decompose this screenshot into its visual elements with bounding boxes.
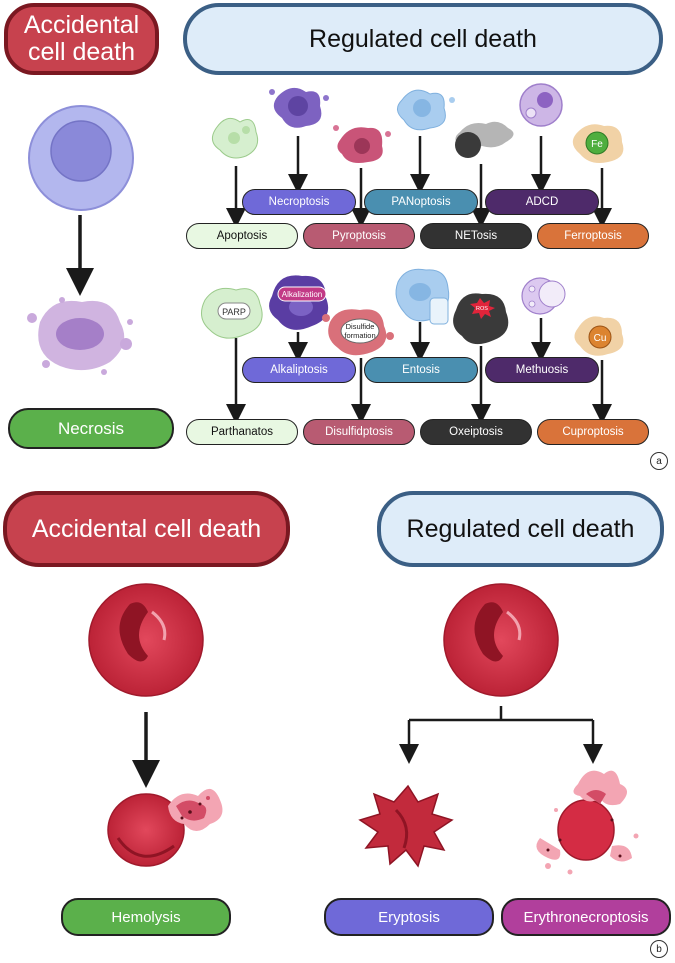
erythronecroptosis-cell-icon (536, 770, 639, 875)
ferroptosis-pill: Ferroptosis (537, 223, 649, 249)
regulated-header-b: Regulated cell death (377, 491, 664, 567)
rbc-right-icon (443, 583, 559, 697)
netosis-cell-icon (455, 121, 514, 158)
alkaliptosis-cell-icon (269, 275, 329, 330)
necrosis-pill: Necrosis (8, 408, 174, 449)
ros-label: ROS (476, 306, 488, 312)
necroptosis-pill: Necroptosis (242, 189, 356, 215)
necrotic-cell-icon (27, 297, 133, 375)
accidental-header-b: Accidental cell death (3, 491, 290, 567)
branch-connector (399, 706, 603, 764)
panoptosis-pill: PANoptosis (364, 189, 478, 215)
parp-label: PARP (222, 307, 246, 317)
panel-b-badge: b (650, 940, 668, 958)
eryptosis-cell-icon (358, 784, 454, 868)
methuosis-pill: Methuosis (485, 357, 599, 383)
parthanatos-pill: Parthanatos (186, 419, 298, 445)
apoptosis-pill: Apoptosis (186, 223, 298, 249)
cu-label: Cu (594, 333, 607, 344)
entosis-cell-icon (395, 268, 450, 325)
pyroptosis-pill: Pyroptosis (303, 223, 415, 249)
entosis-pill: Entosis (364, 357, 478, 383)
disulfidptosis-cell-icon (322, 309, 394, 356)
alkalization-label: Alkalization (282, 290, 322, 299)
netosis-pill: NETosis (420, 223, 532, 249)
panoptosis-cell-icon (397, 89, 455, 131)
pyroptosis-cell-icon (333, 125, 391, 163)
normal-cell-icon (28, 105, 134, 211)
regulated-header-a: Regulated cell death (183, 3, 663, 75)
fe-label: Fe (591, 139, 603, 150)
methuosis-cell-icon (521, 277, 566, 315)
oxeiptosis-pill: Oxeiptosis (420, 419, 532, 445)
cuproptosis-pill: Cuproptosis (537, 419, 649, 445)
rbc-left-icon (88, 583, 204, 697)
apoptosis-cell-icon (211, 117, 259, 159)
disulfidptosis-pill: Disulfidptosis (303, 419, 415, 445)
necroptosis-cell-icon (269, 87, 329, 128)
adcd-cell-icon (519, 83, 563, 127)
parthanatos-cell-icon (200, 287, 263, 339)
oxeiptosis-cell-icon (453, 293, 509, 345)
cuproptosis-cell-icon (574, 316, 624, 356)
hemolysis-cell-icon (107, 788, 223, 867)
adcd-pill: ADCD (485, 189, 599, 215)
eryptosis-pill: Eryptosis (324, 898, 494, 936)
panel-a-badge: a (650, 452, 668, 470)
ferroptosis-cell-icon (572, 124, 624, 163)
alkaliptosis-pill: Alkaliptosis (242, 357, 356, 383)
erythronecroptosis-pill: Erythronecroptosis (501, 898, 671, 936)
hemolysis-pill: Hemolysis (61, 898, 231, 936)
accidental-header-a: Accidental cell death (4, 3, 159, 75)
